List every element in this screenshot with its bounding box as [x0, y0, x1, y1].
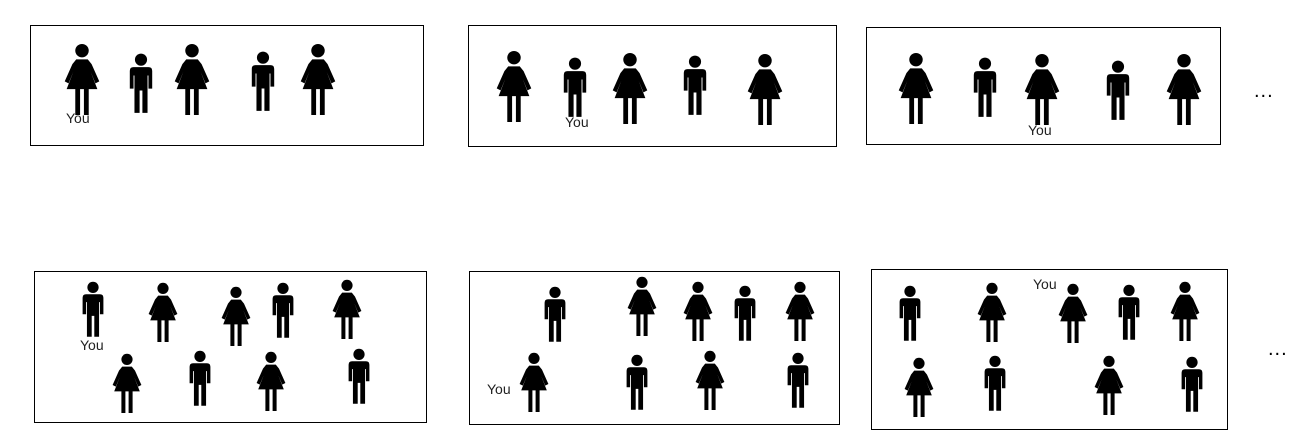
woman-icon: [1164, 53, 1204, 125]
woman-icon: [1057, 282, 1089, 344]
man-icon: [785, 350, 811, 410]
man-icon: [561, 57, 589, 117]
continuation-ellipsis-bottom: ...: [1268, 338, 1288, 360]
man-icon: [897, 283, 923, 343]
woman-icon: [494, 50, 534, 122]
man-icon: [732, 283, 758, 343]
woman-icon: [147, 281, 179, 343]
woman-icon: [220, 285, 252, 347]
continuation-ellipsis-top: ...: [1254, 80, 1274, 102]
woman-icon: [682, 280, 714, 342]
woman-icon: [331, 278, 363, 340]
man-icon: [127, 53, 155, 113]
man-icon: [270, 280, 296, 340]
you-label: You: [1028, 122, 1052, 138]
woman-icon: [784, 280, 816, 342]
man-icon: [971, 57, 999, 117]
woman-icon: [255, 350, 287, 412]
man-icon: [681, 55, 709, 115]
woman-icon: [976, 281, 1008, 343]
woman-icon: [1022, 53, 1062, 125]
group-panel-6: [871, 269, 1228, 430]
you-label: You: [1033, 276, 1057, 292]
you-label: You: [487, 381, 511, 397]
woman-icon: [1093, 354, 1125, 416]
you-label: You: [565, 114, 589, 130]
man-icon: [1116, 282, 1142, 342]
woman-icon: [610, 52, 650, 124]
woman-icon: [626, 275, 658, 337]
woman-icon: [172, 43, 212, 115]
you-label: You: [66, 110, 90, 126]
woman-icon: [62, 43, 102, 115]
woman-icon: [903, 356, 935, 418]
man-icon: [80, 279, 106, 339]
man-icon: [1104, 60, 1132, 120]
woman-icon: [896, 52, 936, 124]
woman-icon: [694, 349, 726, 411]
woman-icon: [518, 351, 550, 413]
man-icon: [542, 284, 568, 344]
woman-icon: [111, 352, 143, 414]
man-icon: [624, 352, 650, 412]
man-icon: [346, 346, 372, 406]
woman-icon: [1169, 280, 1201, 342]
man-icon: [249, 51, 277, 111]
man-icon: [1179, 354, 1205, 414]
man-icon: [982, 353, 1008, 413]
you-label: You: [80, 337, 104, 353]
man-icon: [187, 348, 213, 408]
woman-icon: [745, 53, 785, 125]
woman-icon: [298, 43, 338, 115]
